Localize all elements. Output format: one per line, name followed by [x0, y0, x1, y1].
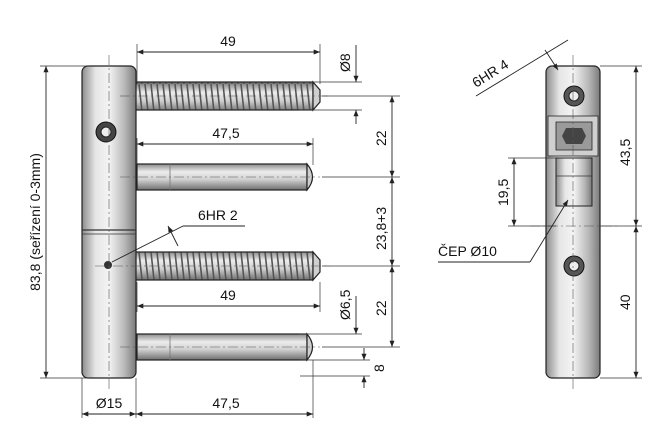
dim-pin-offset: 8 — [371, 364, 387, 372]
dim-gap-bottom: 22 — [373, 300, 389, 316]
front-dimensions: 49 Ø8 47,5 22 23,8+3 22 8 Ø6,5 — [27, 33, 400, 418]
adjust-socket — [104, 261, 112, 269]
dim-screw-bottom-length: 49 — [220, 287, 236, 303]
dim-hex-drive-front: 6HR 2 — [198, 207, 238, 223]
dim-hex-drive-side: 6HR 4 — [469, 56, 511, 91]
dim-lower-height: 40 — [617, 294, 633, 310]
dim-pin-diameter: ČEP Ø10 — [438, 243, 497, 259]
dim-body-diameter: Ø15 — [96, 395, 123, 411]
side-cutaway — [547, 115, 599, 207]
side-view — [530, 55, 620, 392]
dim-screw-bottom-diameter: Ø6,5 — [337, 289, 353, 320]
dim-pin-top-length: 47,5 — [212, 125, 239, 141]
dim-gap-top: 22 — [373, 130, 389, 146]
dim-total-height: 83,8 (seřízení 0-3mm) — [27, 153, 43, 291]
dim-screw-top-length: 49 — [220, 33, 236, 49]
front-view — [81, 55, 330, 390]
dim-upper-height: 43,5 — [617, 139, 633, 166]
top-pin — [136, 162, 314, 192]
dim-pin-bottom-length: 47,5 — [212, 395, 239, 411]
dim-inner-height: 19,5 — [495, 179, 511, 206]
dim-screw-top-diameter: Ø8 — [337, 53, 353, 72]
dim-adjust-range: 23,8+3 — [373, 207, 389, 250]
side-dimensions: 6HR 4 43,5 40 19,5 ČEP Ø10 — [438, 39, 642, 379]
